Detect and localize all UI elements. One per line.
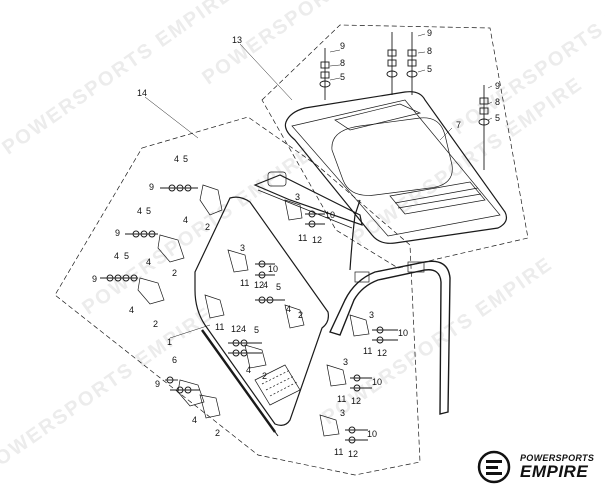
callout-5: 5 (276, 282, 281, 292)
callout-4: 4 (286, 304, 291, 314)
callout-5: 5 (254, 325, 259, 335)
callout-9: 9 (92, 274, 97, 284)
callout-6: 6 (172, 355, 177, 365)
callout-8: 8 (427, 46, 432, 56)
callout-9: 9 (427, 28, 432, 38)
callout-14: 14 (137, 88, 147, 98)
callout-4: 4 (174, 154, 179, 164)
callout-5: 5 (146, 206, 151, 216)
callout-2: 2 (205, 222, 210, 232)
callout-labels: 13 14 7 9 8 5 9 8 5 9 8 5 4 5 9 4 2 4 5 … (92, 28, 500, 459)
callout-10: 10 (398, 328, 408, 338)
callout-3: 3 (295, 192, 300, 202)
vent-grille (254, 364, 301, 406)
callout-9: 9 (115, 228, 120, 238)
callout-12: 12 (348, 449, 358, 459)
callout-10: 10 (325, 210, 335, 220)
callout-12: 12 (254, 280, 264, 290)
callout-11: 11 (337, 394, 346, 404)
callout-13: 13 (232, 35, 242, 45)
empire-emblem-icon (477, 450, 511, 484)
callout-124: 124 (231, 324, 246, 334)
callout-2: 2 (215, 428, 220, 438)
callout-4: 4 (192, 415, 197, 425)
callout-10: 10 (268, 264, 278, 274)
callout-12: 12 (351, 396, 361, 406)
hinge-bracket (137, 184, 370, 437)
roof-panel-inner (291, 99, 501, 237)
callout-4: 4 (114, 251, 119, 261)
callout-9: 9 (340, 41, 345, 51)
callout-8: 8 (495, 97, 500, 107)
roll-bar-main (329, 260, 451, 415)
roof-hardware (319, 32, 490, 170)
roof-panel (284, 91, 508, 244)
callout-12: 12 (377, 348, 387, 358)
callout-2: 2 (172, 268, 177, 278)
roll-bar-left (349, 199, 361, 271)
callout-3: 3 (369, 310, 374, 320)
brand-logo: POWERSPORTS EMPIRE (476, 449, 598, 485)
windshield-panel (194, 196, 329, 426)
frame-clamp (354, 271, 370, 283)
callout-9: 9 (155, 379, 160, 389)
callout-4: 4 (183, 215, 188, 225)
callout-2: 2 (262, 371, 267, 381)
brand-top-text: POWERSPORTS (520, 453, 595, 463)
callout-3: 3 (340, 408, 345, 418)
callout-3: 3 (343, 357, 348, 367)
callout-12: 12 (312, 235, 322, 245)
group-14-boundary (54, 116, 421, 476)
callout-11: 11 (240, 278, 249, 288)
callout-3: 3 (240, 243, 245, 253)
brand-main-text: EMPIRE (520, 462, 589, 481)
group-13-boundary (261, 24, 529, 269)
callout-4: 4 (137, 206, 142, 216)
callout-2: 2 (153, 319, 158, 329)
callout-1: 1 (167, 337, 172, 347)
callout-11: 11 (298, 233, 307, 243)
callout-11: 11 (334, 447, 343, 457)
frame-clamp (267, 171, 287, 187)
callout-5: 5 (495, 113, 500, 123)
callout-11: 11 (215, 322, 224, 332)
bolt-set (100, 184, 398, 444)
callout-10: 10 (367, 429, 377, 439)
callout-4: 4 (263, 280, 268, 290)
callout-5: 5 (427, 64, 432, 74)
callout-7: 7 (456, 120, 461, 130)
callout-11: 11 (363, 346, 372, 356)
callout-4: 4 (146, 257, 151, 267)
roll-bar-top (253, 174, 363, 226)
callout-4: 4 (246, 365, 251, 375)
callout-10: 10 (372, 377, 382, 387)
roof-vent-top (334, 103, 422, 131)
callout-5: 5 (124, 251, 129, 261)
callout-5: 5 (183, 154, 188, 164)
callout-4: 4 (129, 305, 134, 315)
callout-8: 8 (340, 58, 345, 68)
callout-9: 9 (149, 182, 154, 192)
callout-9: 9 (495, 81, 500, 91)
roof-window (331, 117, 453, 196)
leader-lines (144, 33, 493, 339)
callout-5: 5 (340, 72, 345, 82)
callout-2: 2 (298, 310, 303, 320)
frame-clamp (407, 261, 425, 273)
